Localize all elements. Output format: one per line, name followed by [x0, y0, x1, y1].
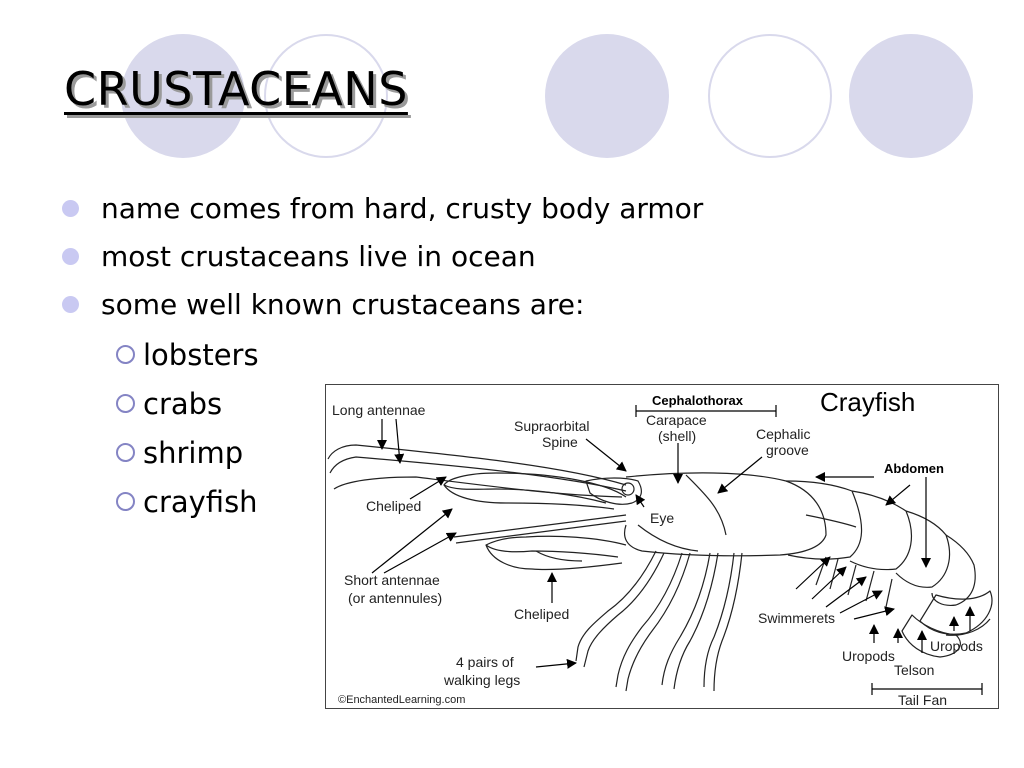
- sub-bullet-item: crabs: [116, 379, 259, 428]
- bullet-text: most crustaceans live in ocean: [101, 239, 536, 273]
- label-telson: Telson: [894, 662, 934, 678]
- sub-bullet-text: crayfish: [143, 484, 258, 519]
- sub-bullet-text: crabs: [143, 386, 223, 421]
- ring-bullet-icon: [116, 345, 135, 364]
- bullet-list: name comes from hard, crusty body armor …: [62, 184, 703, 328]
- label-cephalic-groove-2: groove: [766, 442, 809, 458]
- label-uropods-right: Uropods: [930, 638, 983, 654]
- label-cephalothorax: Cephalothorax: [652, 393, 744, 408]
- label-cheliped-bottom: Cheliped: [514, 606, 569, 622]
- label-tail-fan: Tail Fan: [898, 692, 947, 708]
- label-carapace-2: (shell): [658, 428, 696, 444]
- sub-bullet-list: lobsters crabs shrimp crayfish: [116, 330, 259, 526]
- sub-bullet-text: lobsters: [143, 337, 259, 372]
- label-walking-legs-2: walking legs: [443, 672, 520, 688]
- label-supraorbital-spine-1: Supraorbital: [514, 418, 590, 434]
- bullet-text: name comes from hard, crusty body armor: [101, 191, 704, 225]
- label-supraorbital-spine-2: Spine: [542, 434, 578, 450]
- label-short-antennae-2: (or antennules): [348, 590, 442, 606]
- sub-bullet-item: shrimp: [116, 428, 259, 477]
- slide-title: CRUSTACEANS: [64, 62, 408, 116]
- label-cheliped-top: Cheliped: [366, 498, 421, 514]
- label-short-antennae-1: Short antennae: [344, 572, 440, 588]
- decor-ring-1: [264, 34, 388, 158]
- label-carapace-1: Carapace: [646, 412, 707, 428]
- copyright-text: ©EnchantedLearning.com: [338, 694, 465, 706]
- label-long-antennae: Long antennae: [332, 402, 426, 418]
- bullet-item: most crustaceans live in ocean: [62, 232, 703, 280]
- bullet-item: name comes from hard, crusty body armor: [62, 184, 703, 232]
- label-swimmerets: Swimmerets: [758, 610, 835, 626]
- bullet-dot-icon: [62, 295, 79, 313]
- crayfish-illustration: [327, 444, 993, 692]
- diagram-title: Crayfish: [820, 387, 915, 417]
- bullet-item: some well known crustaceans are:: [62, 280, 703, 328]
- bullet-text: some well known crustaceans are:: [101, 287, 585, 321]
- label-walking-legs-1: 4 pairs of: [456, 654, 514, 670]
- bullet-dot-icon: [62, 247, 79, 265]
- ring-bullet-icon: [116, 443, 135, 462]
- ring-bullet-icon: [116, 492, 135, 511]
- leader-lines: [371, 405, 983, 695]
- crayfish-diagram: Crayfish Cephalothorax Long antennae Sup…: [325, 384, 999, 709]
- label-eye: Eye: [650, 510, 674, 526]
- decor-circle-1: [121, 34, 245, 158]
- decor-ring-2: [708, 34, 832, 158]
- sub-bullet-item: lobsters: [116, 330, 259, 379]
- label-uropods-left: Uropods: [842, 648, 895, 664]
- label-abdomen: Abdomen: [884, 461, 944, 476]
- decor-circle-2: [545, 34, 669, 158]
- sub-bullet-item: crayfish: [116, 477, 259, 526]
- label-cephalic-groove-1: Cephalic: [756, 426, 810, 442]
- bullet-dot-icon: [62, 199, 79, 217]
- decor-circle-3: [849, 34, 973, 158]
- ring-bullet-icon: [116, 394, 135, 413]
- sub-bullet-text: shrimp: [143, 435, 244, 470]
